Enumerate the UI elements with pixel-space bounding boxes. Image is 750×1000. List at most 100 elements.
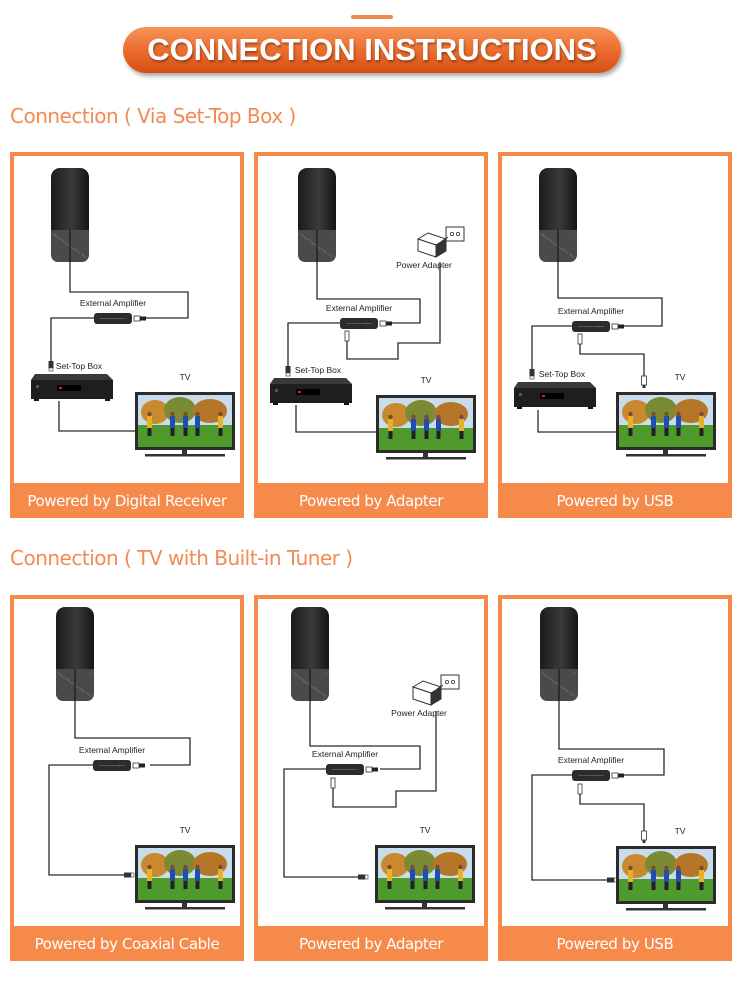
tv-icon	[616, 846, 716, 911]
cable-line	[558, 701, 665, 776]
set-top-box-icon	[270, 378, 352, 405]
cable-line	[531, 325, 572, 369]
tv-label: TV	[420, 825, 431, 835]
coax-plug-icon	[48, 361, 54, 372]
page-title: CONNECTION INSTRUCTIONS	[147, 32, 597, 67]
dc-plug-icon	[344, 330, 350, 342]
amplifier-icon	[340, 318, 392, 329]
amplifier-label: External Amplifier	[80, 298, 146, 308]
cable-line	[295, 405, 376, 433]
amplifier-label: External Amplifier	[558, 306, 624, 316]
power-adapter-label: Power Adapter	[391, 708, 447, 718]
tv-label: TV	[675, 372, 686, 382]
coax-plug-icon	[358, 874, 369, 880]
amplifier-icon	[326, 764, 378, 775]
amplifier-label: External Amplifier	[326, 303, 392, 313]
cable-line	[50, 317, 94, 361]
cable-line	[579, 344, 645, 376]
cable-line	[287, 322, 340, 366]
set-top-box-label: Set-Top Box	[295, 365, 342, 375]
set-top-box-icon	[514, 382, 596, 409]
dc-plug-icon	[330, 777, 336, 789]
cable-line	[579, 794, 645, 831]
panel-caption: Powered by USB	[556, 934, 674, 953]
amplifier-label: External Amplifier	[79, 745, 145, 755]
cable-line	[537, 410, 616, 433]
cable-line	[48, 764, 124, 876]
tv-icon	[135, 845, 235, 910]
panel-caption: Powered by Adapter	[298, 491, 444, 510]
power-adapter-icon	[411, 674, 460, 706]
section-title-built-in-tuner: Connection ( TV with Built-in Tuner )	[10, 546, 353, 570]
amplifier-icon	[572, 321, 624, 332]
panel-caption: Powered by Coaxial Cable	[34, 934, 220, 953]
power-adapter-icon	[416, 226, 465, 258]
tv-label: TV	[675, 826, 686, 836]
tv-icon	[375, 845, 475, 910]
antenna-icon	[540, 607, 578, 701]
tv-label: TV	[180, 372, 191, 382]
title-banner: CONNECTION INSTRUCTIONS	[123, 27, 621, 73]
antenna-icon	[539, 168, 577, 262]
usb-plug-icon	[641, 375, 647, 388]
dc-plug-icon	[577, 783, 583, 795]
antenna-icon	[291, 607, 329, 701]
cable-line	[346, 262, 441, 360]
amplifier-label: External Amplifier	[312, 749, 378, 759]
cable-line	[531, 774, 607, 881]
amplifier-icon	[572, 770, 624, 781]
cable-line	[316, 262, 421, 324]
section-title-set-top-box: Connection ( Via Set-Top Box )	[10, 104, 296, 128]
coax-plug-icon	[607, 877, 618, 883]
amplifier-label: External Amplifier	[558, 755, 624, 765]
cable-line	[69, 262, 189, 319]
cable-line	[283, 768, 358, 878]
amplifier-icon	[94, 313, 146, 324]
cable-line	[309, 701, 421, 770]
set-top-box-label: Set-Top Box	[56, 361, 103, 371]
cable-line	[58, 401, 135, 432]
dc-plug-icon	[577, 333, 583, 345]
cable-line	[332, 711, 437, 808]
panel-caption: Powered by USB	[556, 491, 674, 510]
tv-label: TV	[421, 375, 432, 385]
cable-line	[74, 701, 191, 766]
antenna-icon	[56, 607, 94, 701]
set-top-box-icon	[31, 374, 113, 401]
antenna-icon	[51, 168, 89, 262]
power-adapter-label: Power Adapter	[396, 260, 452, 270]
coax-plug-icon	[285, 366, 291, 377]
tv-icon	[135, 392, 235, 457]
tv-icon	[376, 395, 476, 460]
tv-label: TV	[180, 825, 191, 835]
coax-plug-icon	[124, 872, 135, 878]
tv-icon	[616, 392, 716, 457]
amplifier-icon	[93, 760, 145, 771]
header-accent-line	[351, 15, 393, 19]
antenna-icon	[298, 168, 336, 262]
panel-caption: Powered by Digital Receiver	[27, 491, 227, 510]
coax-plug-icon	[529, 369, 535, 380]
set-top-box-label: Set-Top Box	[539, 369, 586, 379]
usb-plug-icon	[641, 830, 647, 843]
cable-line	[557, 262, 663, 327]
panel-caption: Powered by Adapter	[298, 934, 444, 953]
